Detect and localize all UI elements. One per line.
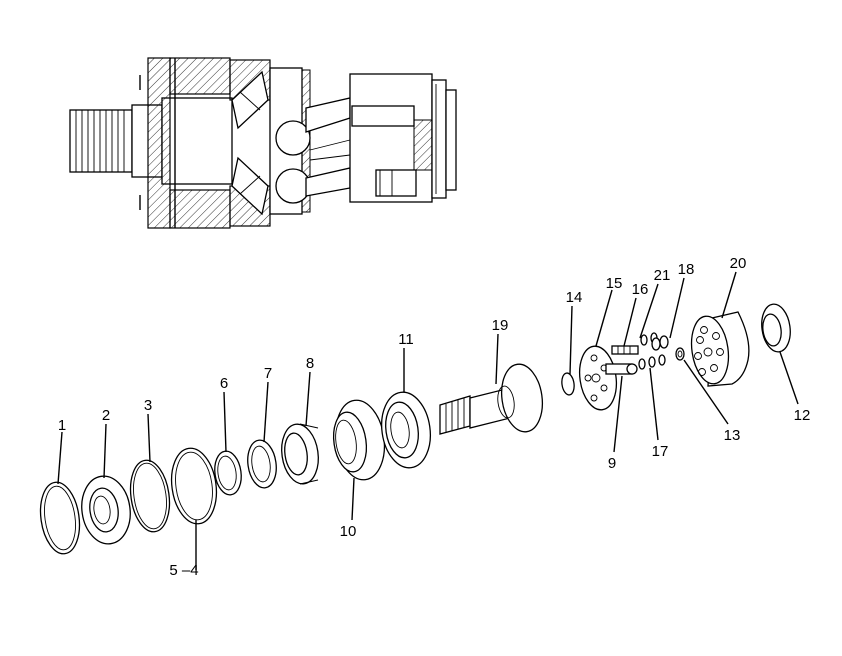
part-7-bearing-race bbox=[247, 439, 277, 489]
label-part-15: 15 bbox=[606, 275, 623, 292]
label-part-12: 12 bbox=[794, 407, 811, 424]
label-part-3: 3 bbox=[144, 397, 152, 414]
label-part-7: 7 bbox=[264, 365, 272, 382]
part-18-rings bbox=[651, 335, 669, 351]
part-12-end-bearing bbox=[761, 303, 791, 353]
label-part-5-4: 5 –4 bbox=[169, 562, 198, 579]
motor-cross-section bbox=[69, 57, 457, 229]
label-part-14: 14 bbox=[566, 289, 583, 306]
part-19-drive-shaft bbox=[439, 363, 544, 435]
part-15-retainer-plate bbox=[578, 345, 618, 411]
label-part-10: 10 bbox=[340, 523, 357, 540]
part-number-labels: 1 2 3 5 –4 6 7 8 10 11 19 14 15 16 21 18… bbox=[58, 255, 811, 579]
piston-rods bbox=[305, 97, 351, 197]
end-cover bbox=[431, 79, 457, 199]
part-5-4-shim bbox=[170, 447, 218, 525]
label-part-2: 2 bbox=[102, 407, 110, 424]
label-part-8: 8 bbox=[306, 355, 314, 372]
leader-lines bbox=[57, 271, 799, 570]
label-part-1: 1 bbox=[58, 417, 66, 434]
part-13-ring bbox=[675, 347, 685, 361]
drive-flange bbox=[269, 67, 311, 215]
part-10-large-bearing bbox=[332, 399, 386, 481]
tapered-bearings bbox=[231, 70, 269, 216]
label-part-9: 9 bbox=[608, 455, 616, 472]
label-part-11: 11 bbox=[398, 331, 414, 348]
part-1-snap-ring bbox=[39, 481, 81, 555]
part-17-washers bbox=[638, 332, 666, 370]
part-2-seal-carrier bbox=[81, 475, 131, 545]
label-part-21: 21 bbox=[654, 267, 671, 284]
part-14-retaining-ring bbox=[561, 372, 575, 396]
part-11-bearing bbox=[381, 391, 431, 469]
part-20-cylinder-block bbox=[690, 311, 750, 387]
label-part-17: 17 bbox=[652, 443, 669, 460]
label-part-18: 18 bbox=[678, 261, 695, 278]
splined-shaft-end bbox=[69, 97, 233, 185]
part-3-ring bbox=[129, 459, 171, 533]
part-8-bearing-cone bbox=[281, 423, 319, 485]
part-9-center-pin bbox=[605, 363, 638, 375]
label-part-19: 19 bbox=[492, 317, 509, 334]
label-part-6: 6 bbox=[220, 375, 228, 392]
part-6-ring bbox=[214, 450, 242, 496]
label-part-13: 13 bbox=[724, 427, 741, 444]
cylinder-block bbox=[349, 73, 433, 203]
label-part-16: 16 bbox=[632, 281, 649, 298]
part-16-spring bbox=[611, 345, 639, 355]
label-part-20: 20 bbox=[730, 255, 747, 272]
